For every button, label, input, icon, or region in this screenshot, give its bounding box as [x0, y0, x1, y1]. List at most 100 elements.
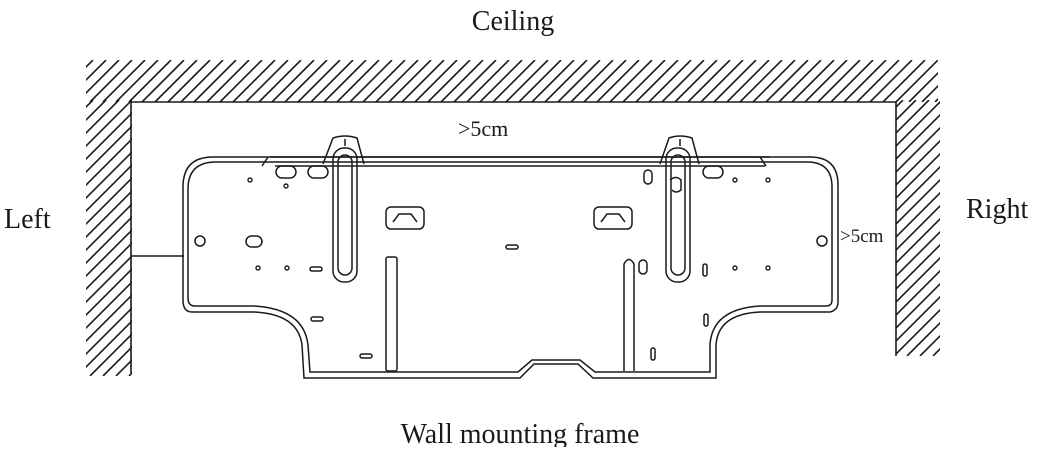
hatch-line — [700, 60, 744, 102]
hatch-line — [86, 100, 120, 135]
mounting-plate — [182, 135, 839, 379]
hatch-line — [492, 60, 536, 102]
hatch-line — [609, 60, 653, 102]
hatch-line — [518, 60, 562, 102]
hatch-line — [896, 308, 940, 356]
hatch-line — [713, 60, 757, 102]
hatch-line — [752, 60, 796, 102]
hatch-line — [919, 334, 940, 356]
hatch-line — [86, 293, 132, 343]
hatch-line — [206, 60, 250, 102]
wall-boundary-line — [130, 101, 897, 373]
hatch-line — [843, 60, 887, 102]
hatch-line — [86, 228, 132, 278]
hatch-line — [778, 60, 822, 102]
caption-label: Wall mounting frame — [401, 419, 640, 447]
hatch-line — [856, 60, 900, 102]
hatch-line — [180, 60, 224, 102]
ceiling-hatching — [38, 60, 938, 102]
hatch-line — [896, 269, 940, 317]
hatch-line — [86, 137, 132, 187]
hatch-line — [401, 60, 445, 102]
hatch-line — [86, 100, 132, 148]
hatch-line — [102, 60, 146, 102]
hatch-line — [86, 215, 132, 265]
hatch-line — [219, 60, 263, 102]
hatch-line — [323, 60, 367, 102]
hatch-line — [245, 60, 289, 102]
hatch-line — [908, 71, 938, 102]
hatch-line — [310, 60, 354, 102]
hatch-line — [440, 60, 484, 102]
hatch-line — [896, 100, 940, 148]
hatch-line — [388, 60, 432, 102]
hatch-line — [765, 60, 809, 102]
hatch-line — [427, 60, 471, 102]
hatch-line — [115, 358, 132, 376]
hatch-line — [896, 217, 940, 265]
hatch-line — [86, 280, 132, 330]
hatch-line — [921, 84, 938, 102]
top-clearance-label: >5cm — [458, 116, 508, 141]
left-wall-hatching — [86, 100, 132, 376]
hatch-line — [906, 321, 940, 356]
hatch-line — [89, 60, 133, 102]
hatch-line — [635, 60, 679, 102]
hatch-line — [896, 204, 940, 252]
hatch-line — [375, 60, 419, 102]
hatch-line — [895, 60, 938, 102]
hatch-line — [739, 60, 783, 102]
hatch-line — [414, 60, 458, 102]
hatch-line — [596, 60, 640, 102]
hatch-line — [661, 60, 705, 102]
hatch-line — [86, 60, 94, 69]
hatch-line — [896, 178, 940, 226]
hatch-line — [896, 126, 940, 174]
plate-dots — [247, 177, 771, 271]
hatch-line — [38, 60, 80, 102]
hatch-line — [932, 347, 940, 356]
hatch-line — [86, 111, 132, 161]
right-wall-hatching — [896, 100, 940, 356]
hatch-line — [583, 60, 627, 102]
hatch-line — [896, 113, 940, 161]
hatch-line — [115, 60, 159, 102]
hatch-line — [896, 100, 930, 135]
hatch-line — [557, 60, 601, 102]
hatch-line — [336, 60, 380, 102]
hatch-line — [479, 60, 523, 102]
hatch-line — [167, 60, 211, 102]
hatch-line — [896, 282, 940, 330]
hatch-line — [882, 60, 926, 102]
hatch-line — [896, 139, 940, 187]
hatch-line — [141, 60, 185, 102]
hatch-line — [687, 60, 731, 102]
hatch-line — [466, 60, 510, 102]
hatch-line — [86, 100, 94, 109]
hatch-line — [817, 60, 861, 102]
hatch-line — [896, 191, 940, 239]
hatch-line — [86, 267, 132, 317]
side-clearance-label: >5cm — [840, 226, 884, 247]
hatch-line — [86, 319, 132, 369]
hatch-line — [544, 60, 588, 102]
hatch-line — [86, 202, 132, 252]
ceiling-label: Ceiling — [472, 6, 554, 37]
hatch-line — [896, 295, 940, 343]
hatch-line — [349, 60, 393, 102]
hatch-line — [128, 371, 132, 376]
hatch-line — [154, 60, 198, 102]
hatch-line — [86, 306, 132, 356]
hatch-line — [804, 60, 848, 102]
hatch-line — [193, 60, 237, 102]
hatch-line — [232, 60, 276, 102]
hatch-line — [128, 60, 172, 102]
hatch-line — [86, 60, 107, 82]
hatch-line — [570, 60, 614, 102]
hatch-line — [505, 60, 549, 102]
hatch-line — [622, 60, 666, 102]
hatch-line — [453, 60, 497, 102]
hatch-line — [258, 60, 302, 102]
right-label: Right — [966, 194, 1028, 225]
